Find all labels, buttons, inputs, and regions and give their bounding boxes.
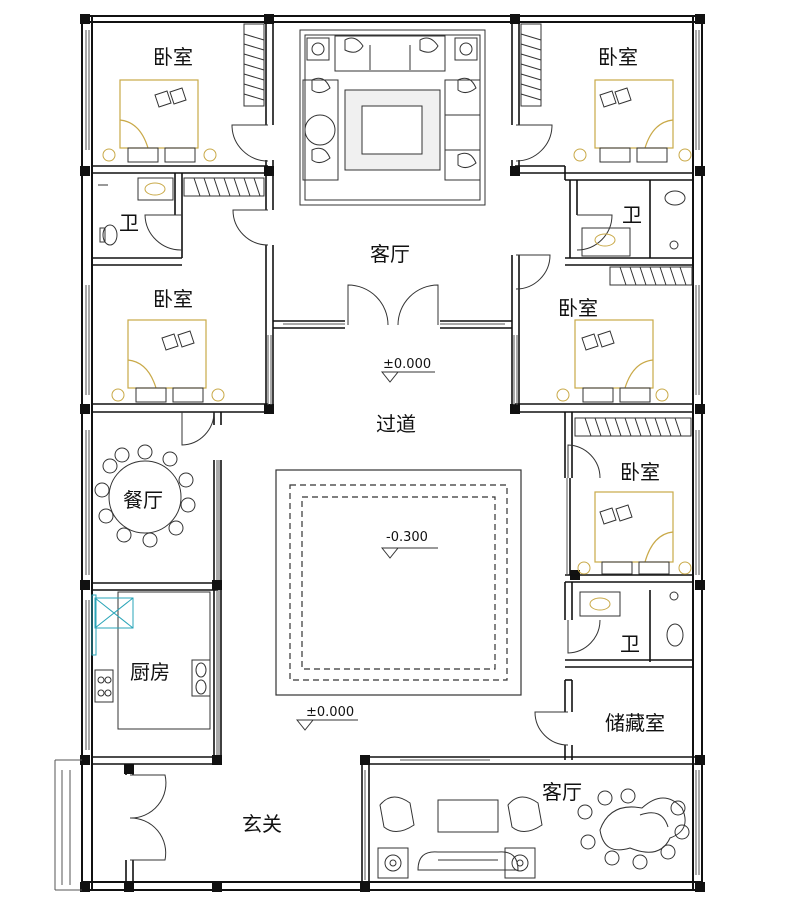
kitchen-fixtures [91,591,211,730]
wardrobes [183,23,693,437]
bedside-units [102,147,692,575]
interior-walls [92,22,702,890]
room-label-bedroom-w: 卧室 [153,287,193,311]
bath-fixtures [98,177,686,647]
room-label-bathroom-ne: 卫 [622,203,642,227]
level-label-entry: ±0.000 [306,705,355,720]
living-south-furniture [377,796,543,879]
room-label-living-north: 客厅 [370,242,410,266]
room-label-bathroom-se: 卫 [620,632,640,656]
exterior-windows [85,30,700,875]
room-label-bedroom-se: 卧室 [620,460,660,484]
room-label-dining: 餐厅 [123,488,163,512]
dining-table [94,444,196,548]
door-swings [129,124,613,861]
beds [119,79,674,563]
courtyard [275,469,522,696]
tea-table-set [577,788,690,870]
room-label-bathroom-nw: 卫 [119,211,139,235]
level-markers [295,371,438,731]
room-label-living-south: 客厅 [542,780,582,804]
room-label-kitchen: 厨房 [130,660,170,684]
room-label-bedroom-ne: 卧室 [598,45,638,69]
level-label-main-floor: ±0.000 [383,357,432,372]
room-label-bedroom-e: 卧室 [558,296,598,320]
level-label-courtyard: -0.300 [386,530,428,545]
exterior-walls [81,15,703,891]
columns [80,14,705,892]
room-label-storage: 储藏室 [605,711,665,735]
interior-windows [54,323,568,891]
room-label-foyer: 玄关 [242,812,282,836]
bed-pillows [154,87,633,525]
living-north-furniture [299,29,486,206]
room-label-bedroom-nw: 卧室 [153,45,193,69]
room-label-corridor: 过道 [376,412,416,436]
